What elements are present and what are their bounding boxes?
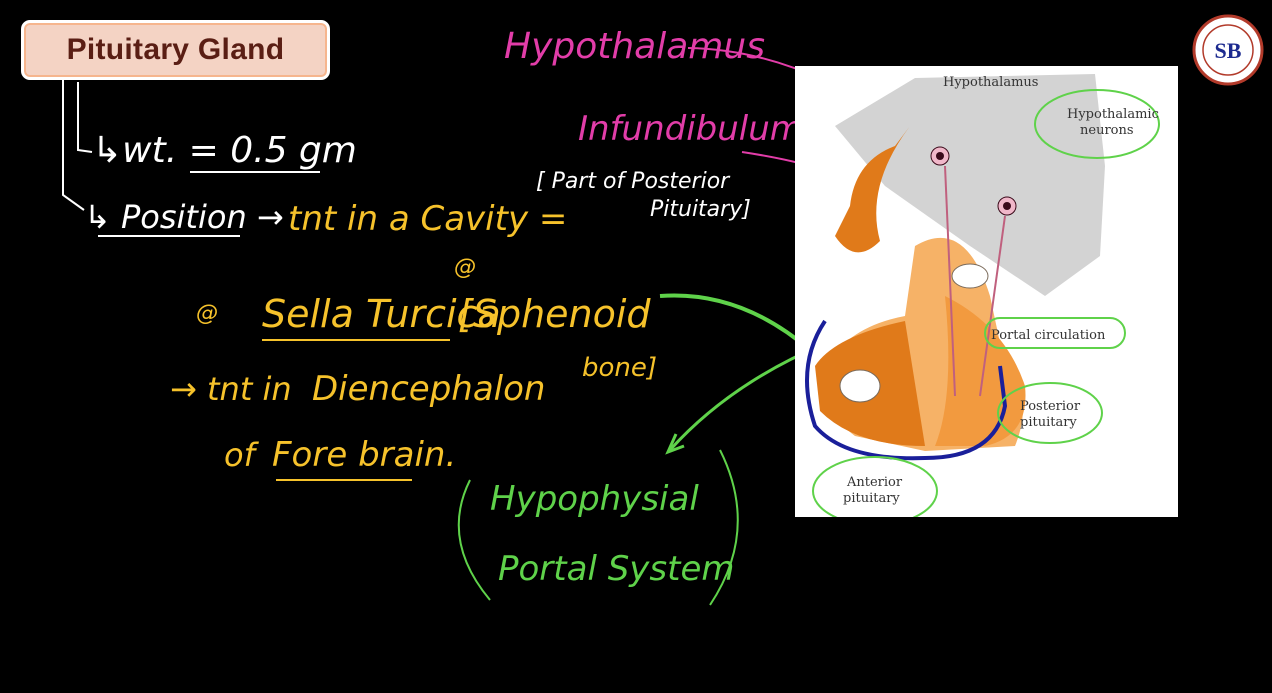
weight-note: ↳wt. = 0.5 gm — [92, 130, 357, 171]
label-portal-circulation: Portal circulation — [991, 328, 1106, 343]
pituitary-bracket: Pituitary] — [650, 197, 751, 222]
of-label: of — [224, 436, 260, 474]
green-paren — [709, 449, 739, 606]
tree-line-icon — [62, 80, 85, 211]
hypophysial-note: Hypophysial — [490, 479, 699, 519]
part-of-posterior: [ Part of Posterior — [536, 169, 731, 194]
green-arrow-line — [659, 293, 812, 352]
tnt-in: → tnt in — [170, 370, 292, 408]
infundibulum-note: Infundibulum — [578, 109, 803, 149]
label-anterior-pituitary: pituitary — [843, 491, 900, 506]
label-posterior: Posterior — [1020, 399, 1081, 414]
label-posterior-pituitary: pituitary — [1020, 415, 1077, 430]
label-hypothalamic: Hypothalamic — [1067, 107, 1159, 122]
at-mark: @ — [196, 301, 218, 326]
portal-capillary — [839, 369, 881, 403]
diencephalon: Diencephalon — [312, 369, 545, 409]
hypothalamus-region — [835, 74, 1105, 296]
label-anterior: Anterior — [846, 475, 903, 490]
forebrain: Fore brain. — [272, 435, 456, 475]
position-text: tnt in a Cavity = — [288, 199, 567, 239]
sb-logo-icon: SB — [1192, 14, 1264, 86]
sphenoid: [Sphenoid — [458, 292, 651, 336]
pituitary-diagram: Hypothalamus Hypothalamic neurons Portal… — [795, 66, 1178, 517]
title-box: Pituitary Gland — [21, 20, 330, 80]
navy-outline — [805, 319, 1008, 461]
bone: bone] — [582, 353, 657, 383]
arrow-head-icon — [665, 433, 685, 455]
sella-turcica: Sella Turcica — [262, 292, 501, 336]
label-hypothalamus: Hypothalamus — [943, 75, 1038, 90]
hypothalamus-note: Hypothalamus — [504, 26, 765, 67]
green-paren — [457, 479, 491, 601]
portal-capillary — [951, 263, 989, 289]
page-title: Pituitary Gland — [66, 33, 285, 66]
logo-letters: SB — [1215, 38, 1242, 63]
optic-region — [835, 126, 910, 253]
portal-system-note: Portal System — [498, 549, 735, 589]
label-neurons: neurons — [1080, 123, 1134, 138]
tree-line-icon — [77, 82, 93, 153]
position-label: ↳ Position → — [84, 198, 284, 236]
at-mark: @ — [454, 255, 476, 280]
